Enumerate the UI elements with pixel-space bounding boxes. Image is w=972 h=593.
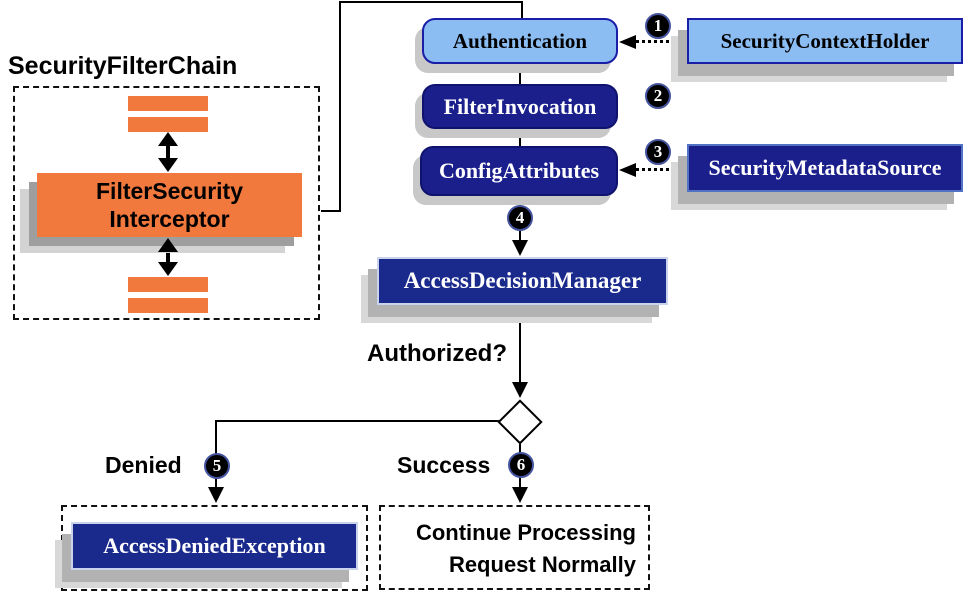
double-arrow-shaft (166, 140, 170, 160)
access-decision-manager-box: AccessDecisionManager (377, 257, 668, 305)
filter-bar (128, 117, 208, 132)
step-badge-5: 5 (204, 453, 230, 479)
filter-security-interceptor-label: Interceptor (109, 206, 230, 232)
continue-processing-line2: Request Normally (448, 552, 636, 577)
step-badge-4: 4 (507, 205, 533, 231)
success-outcome-box (379, 505, 650, 590)
continue-processing-line1: Continue Processing (415, 520, 636, 545)
success-label: Success (397, 452, 491, 478)
filter-invocation-label: FilterInvocation (443, 93, 597, 119)
security-metadata-source-label: SecurityMetadataSource (708, 155, 942, 180)
denied-outcome-box (61, 505, 368, 591)
double-arrow-shaft (166, 246, 170, 264)
step-badge-3: 3 (645, 139, 671, 165)
authentication-box: Authentication (422, 18, 618, 64)
flow-line (519, 129, 521, 146)
config-attributes-label: ConfigAttributes (438, 158, 600, 183)
filter-bar (128, 298, 208, 313)
authentication-label: Authentication (452, 28, 588, 53)
dotted-arrow-line (636, 168, 687, 171)
continue-processing-text: Continue Processing Request Normally (379, 517, 636, 581)
config-attributes-box: ConfigAttributes (420, 146, 618, 196)
arrow-down-icon (512, 487, 528, 503)
step-badge-6: 6 (508, 452, 534, 478)
arrow-down-icon (512, 240, 528, 256)
arrow-down-icon (158, 158, 178, 172)
arrow-up-icon (158, 238, 178, 252)
filter-security-interceptor-label: FilterSecurity (96, 178, 243, 204)
step-badge-1: 1 (645, 13, 671, 39)
connector-line (339, 1, 341, 212)
arrow-down-icon (158, 262, 178, 276)
filter-bar (128, 277, 208, 292)
flow-line (519, 64, 521, 84)
connector-line (321, 210, 341, 212)
arrow-left-icon (619, 35, 636, 49)
filter-invocation-box: FilterInvocation (422, 84, 618, 129)
filter-bar (128, 96, 208, 111)
flow-line (519, 230, 521, 242)
arrow-down-icon (512, 382, 528, 398)
arrow-up-icon (158, 132, 178, 146)
filter-security-interceptor-box: FilterSecurity Interceptor (37, 173, 302, 237)
security-metadata-source-box: SecurityMetadataSource (687, 144, 963, 192)
access-decision-manager-label: AccessDecisionManager (403, 268, 642, 293)
decision-diamond (497, 399, 543, 445)
security-context-holder-label: SecurityContextHolder (720, 28, 930, 53)
arrow-down-icon (208, 487, 224, 503)
page-title: SecurityFilterChain (8, 52, 238, 80)
denied-label: Denied (105, 452, 182, 478)
step-badge-2: 2 (645, 83, 671, 109)
branch-line-denied (215, 420, 500, 422)
dotted-arrow-line (636, 40, 687, 43)
authorized-question: Authorized? (367, 340, 507, 367)
flow-line (519, 196, 521, 208)
access-denied-exception-label: AccessDeniedException (103, 533, 326, 558)
arrow-left-icon (619, 163, 636, 177)
security-context-holder-box: SecurityContextHolder (687, 18, 963, 64)
connector-line (339, 1, 523, 3)
connector-line (521, 1, 523, 18)
security-filter-chain-box (13, 86, 320, 320)
flow-line (519, 305, 521, 384)
access-denied-exception-box: AccessDeniedException (71, 522, 358, 570)
